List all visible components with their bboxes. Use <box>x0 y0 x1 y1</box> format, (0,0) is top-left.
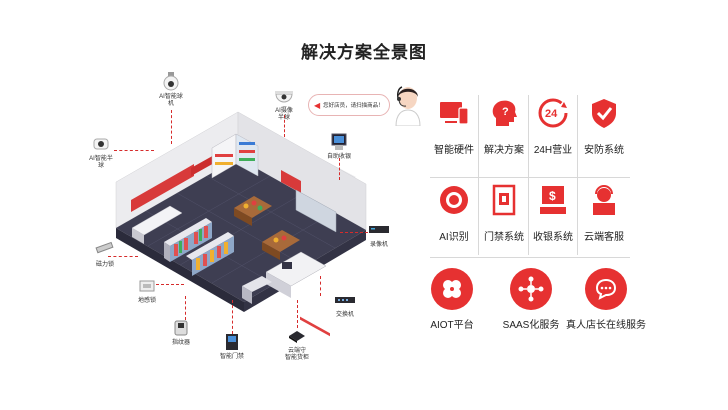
store-floorplan <box>115 111 367 337</box>
hardware-icon <box>437 96 471 135</box>
leader-line <box>339 158 340 180</box>
speech-bubble: ◀ 您好店员，请扫描商品！ <box>308 94 390 116</box>
device-label: AI智能半 球 <box>89 156 113 169</box>
leader-line <box>108 256 138 257</box>
feature-cashier: $ 收银系统 <box>531 183 575 243</box>
chat-bubble-icon <box>585 268 627 310</box>
feature-label: 智能硬件 <box>434 145 474 156</box>
feature-label: 24H营业 <box>533 145 573 156</box>
network-switch-icon <box>334 290 356 310</box>
service-aiot-platform: AIOT平台 <box>424 268 480 331</box>
clover-icon <box>431 268 473 310</box>
device-nvr: 录像机 <box>356 220 402 249</box>
store-illustration <box>86 72 416 372</box>
24h-icon: 24 <box>536 96 570 135</box>
device-label: 指纹器 <box>171 340 190 346</box>
fingerprint-reader-icon <box>170 318 192 338</box>
bullet-camera-icon <box>90 134 112 154</box>
device-ground-lock: 地感锁 <box>124 276 170 305</box>
support-agent-icon <box>587 183 621 222</box>
feature-solution: ? 解决方案 <box>482 96 526 156</box>
device-self-checkout: 自助收银 <box>316 132 362 161</box>
cloud-cabinet-icon <box>286 326 308 346</box>
svg-text:?: ? <box>502 106 509 118</box>
device-ai-dome-ptz: AI智能球 机 <box>148 72 194 108</box>
self-checkout-icon <box>328 132 350 152</box>
feature-smart-hardware: 智能硬件 <box>432 96 476 156</box>
speech-text: 您好店员，请扫描商品！ <box>323 103 384 109</box>
door-access-icon <box>487 183 521 222</box>
leader-line <box>297 300 298 328</box>
shield-check-icon <box>587 96 621 135</box>
leader-line <box>284 115 285 137</box>
svg-text:24: 24 <box>545 108 558 120</box>
service-online-manager: 真人店长在线服务 <box>566 268 646 331</box>
dome-camera-icon <box>273 86 295 106</box>
device-label: 自助收银 <box>326 154 351 160</box>
service-label: SAAS化服务 <box>502 320 560 331</box>
device-fingerprint: 指纹器 <box>158 318 204 347</box>
device-magnetic-lock: 磁力锁 <box>82 240 128 269</box>
grid-divider <box>528 95 529 255</box>
page-title: 解决方案全景图 <box>301 43 427 62</box>
device-label: 云端守 智能货柜 <box>284 348 309 361</box>
device-label: 智能门禁 <box>219 354 244 360</box>
feature-label: 解决方案 <box>484 145 524 156</box>
feature-label: AI识别 <box>439 232 469 243</box>
feature-security: 安防系统 <box>580 96 628 156</box>
device-switch: 交换机 <box>322 290 368 319</box>
leader-line <box>171 110 172 144</box>
device-label: AI摄像 半球 <box>275 108 293 121</box>
device-label: 交换机 <box>335 312 354 318</box>
leader-line <box>320 276 321 296</box>
leader-line <box>340 232 368 233</box>
svg-text:$: $ <box>549 189 556 203</box>
leader-line <box>114 150 154 151</box>
device-label: 磁力锁 <box>95 262 114 268</box>
grid-divider <box>478 95 479 255</box>
magnetic-lock-icon <box>94 240 116 260</box>
device-ai-smart-dome: AI智能半 球 <box>78 134 124 170</box>
access-terminal-icon <box>221 332 243 352</box>
feature-cloud-service: 云端客服 <box>580 183 628 243</box>
leader-line <box>156 284 184 285</box>
feature-label: 云端客服 <box>584 232 624 243</box>
device-label: AI智能球 机 <box>159 94 183 107</box>
camera-eye-icon <box>437 183 471 222</box>
device-label: 地感锁 <box>137 298 156 304</box>
leader-line <box>232 300 233 334</box>
feature-access-control: 门禁系统 <box>482 183 526 243</box>
ground-sensor-icon <box>136 276 158 296</box>
solution-head-icon: ? <box>487 96 521 135</box>
feature-label: 安防系统 <box>584 145 624 156</box>
device-smart-access: 智能门禁 <box>209 332 255 361</box>
feature-label: 门禁系统 <box>484 232 524 243</box>
network-icon <box>510 268 552 310</box>
ptz-camera-icon <box>160 72 182 92</box>
service-label: 真人店长在线服务 <box>566 320 646 331</box>
grid-divider <box>577 95 578 255</box>
device-cloud-cabinet: 云端守 智能货柜 <box>274 326 320 362</box>
grid-divider <box>430 177 630 178</box>
feature-label: 收银系统 <box>533 232 573 243</box>
nvr-icon <box>368 220 390 240</box>
feature-ai-recognition: AI识别 <box>432 183 476 243</box>
leader-line <box>185 296 186 320</box>
device-ai-dome-camera: AI摄像 半球 <box>261 86 307 122</box>
speaker-icon: ◀ <box>314 100 321 110</box>
cash-register-icon: $ <box>536 183 570 222</box>
device-label: 录像机 <box>369 242 388 248</box>
service-saas: SAAS化服务 <box>496 268 566 331</box>
grid-divider <box>430 257 630 258</box>
agent-avatar <box>390 80 426 127</box>
feature-24h: 24 24H营业 <box>531 96 575 156</box>
service-label: AIOT平台 <box>430 320 474 331</box>
